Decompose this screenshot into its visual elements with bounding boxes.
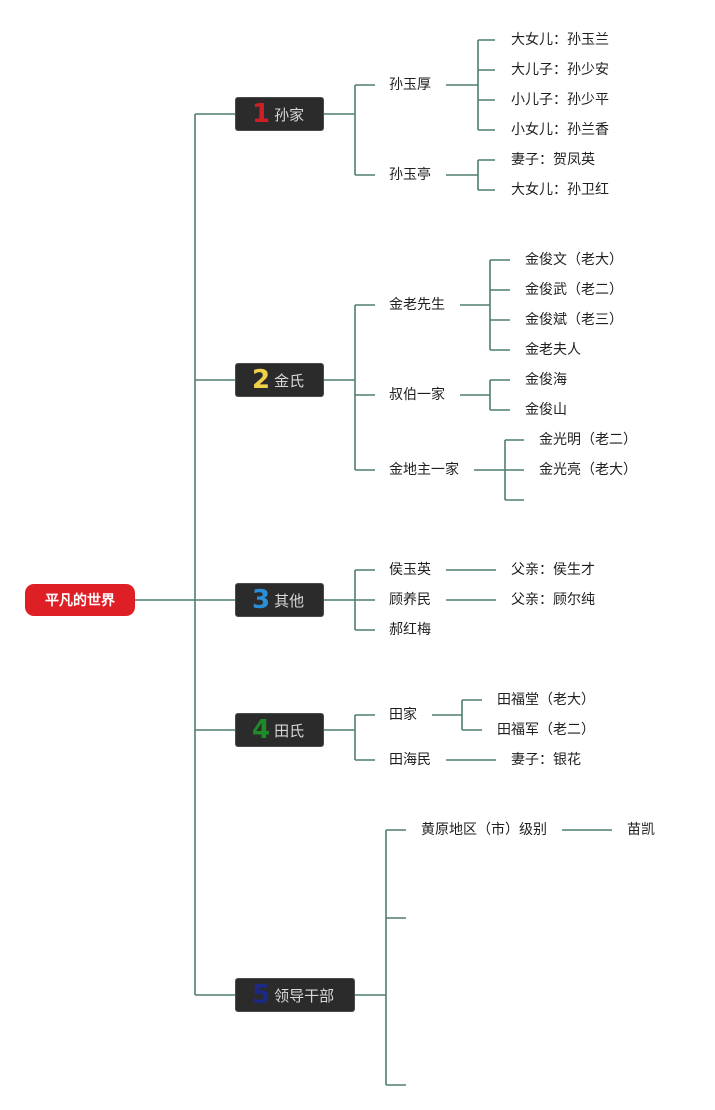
branch-sun-family[interactable]: 1 孙家 — [235, 97, 324, 131]
node-sun-yuhou-child[interactable]: 大儿子：孙少安 — [511, 62, 609, 78]
node-hou-father[interactable]: 父亲：侯生才 — [511, 562, 595, 578]
branch-label: 孙家 — [274, 105, 305, 124]
node-jin-elder-child[interactable]: 金俊文（老大） — [525, 252, 623, 268]
branch-label: 其他 — [274, 591, 305, 610]
node-jin-elder-child[interactable]: 金俊斌（老三） — [525, 312, 623, 328]
node-tian-haimin-wife[interactable]: 妻子：银花 — [511, 752, 581, 768]
node-tian-haimin[interactable]: 田海民 — [389, 752, 431, 768]
node-leader-level[interactable]: 黄原地区（市）级别 — [421, 822, 547, 838]
node-tian-family-child[interactable]: 田福堂（老大） — [497, 692, 595, 708]
branch-number: 5 — [252, 980, 271, 1010]
branch-others[interactable]: 3 其他 — [235, 583, 324, 617]
node-jin-uncle-child[interactable]: 金俊山 — [525, 402, 567, 418]
node-jin-elder-child[interactable]: 金俊武（老二） — [525, 282, 623, 298]
node-gu-father[interactable]: 父亲：顾尔纯 — [511, 592, 595, 608]
node-hao-hongmei[interactable]: 郝红梅 — [389, 622, 431, 638]
branch-number: 4 — [252, 715, 271, 745]
branch-number: 3 — [252, 585, 271, 615]
node-jin-uncle-child[interactable]: 金俊海 — [525, 372, 567, 388]
node-sun-yuhou[interactable]: 孙玉厚 — [389, 77, 431, 93]
branch-label: 领导干部 — [274, 986, 335, 1005]
node-jin-elder-child[interactable]: 金老夫人 — [525, 342, 581, 358]
branch-number: 1 — [252, 99, 271, 129]
node-gu-yangmin[interactable]: 顾养民 — [389, 592, 431, 608]
node-leader-miaokai[interactable]: 苗凯 — [627, 822, 655, 838]
branch-jin-family[interactable]: 2 金氏 — [235, 363, 324, 397]
node-sun-yuting-child[interactable]: 大女儿：孙卫红 — [511, 182, 609, 198]
root-node[interactable]: 平凡的世界 — [25, 584, 135, 616]
branch-leaders[interactable]: 5 领导干部 — [235, 978, 355, 1012]
branch-tian-family[interactable]: 4 田氏 — [235, 713, 324, 747]
node-jin-landlord[interactable]: 金地主一家 — [389, 462, 459, 478]
node-jin-landlord-child[interactable]: 金光亮（老大） — [539, 462, 637, 478]
node-sun-yuhou-child[interactable]: 大女儿：孙玉兰 — [511, 32, 609, 48]
node-jin-landlord-child[interactable]: 金光明（老二） — [539, 432, 637, 448]
root-label: 平凡的世界 — [45, 593, 115, 609]
node-sun-yuting-child[interactable]: 妻子：贺凤英 — [511, 152, 595, 168]
node-sun-yuting[interactable]: 孙玉亭 — [389, 167, 431, 183]
node-sun-yuhou-child[interactable]: 小儿子：孙少平 — [511, 92, 609, 108]
branch-label: 田氏 — [274, 721, 305, 740]
node-tian-family[interactable]: 田家 — [389, 707, 417, 723]
branch-label: 金氏 — [274, 371, 305, 390]
node-jin-uncle[interactable]: 叔伯一家 — [389, 387, 445, 403]
node-hou-yuying[interactable]: 侯玉英 — [389, 562, 431, 578]
node-sun-yuhou-child[interactable]: 小女儿：孙兰香 — [511, 122, 609, 138]
node-tian-family-child[interactable]: 田福军（老二） — [497, 722, 595, 738]
branch-number: 2 — [252, 365, 271, 395]
node-jin-elder[interactable]: 金老先生 — [389, 297, 445, 313]
